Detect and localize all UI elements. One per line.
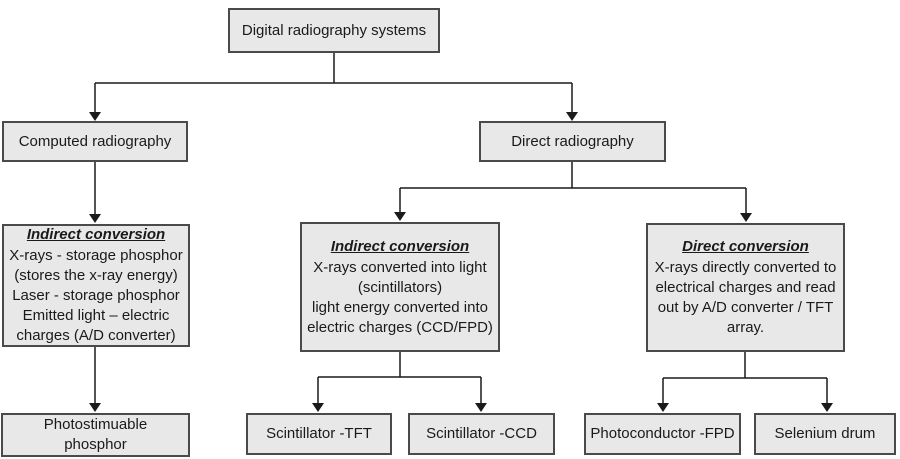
node-title: Indirect conversion — [26, 226, 166, 243]
node-text-line: phosphor — [64, 436, 127, 453]
node-scintillator-tft: Scintillator -TFT — [246, 413, 392, 455]
arrowheads-level2 — [89, 112, 578, 121]
node-text-line: charges (A/D converter) — [16, 327, 176, 344]
node-label: Digital radiography systems — [241, 21, 427, 39]
node-selenium-drum: Selenium drum — [754, 413, 896, 455]
node-text-line: electrical charges and read — [655, 279, 836, 296]
node-text-line: X-rays converted into light — [313, 258, 487, 276]
node-text-line: (stores the x-ray energy) — [14, 267, 178, 284]
arrowheads-scintillators — [312, 403, 487, 412]
node-cr-indirect-conversion: Indirect conversion X-rays - storage pho… — [2, 224, 190, 347]
arrowhead-cr-indirect — [89, 214, 101, 223]
node-label: Scintillator -CCD — [426, 425, 537, 442]
arrowhead-photostim — [89, 403, 101, 412]
node-text-line: X-rays directly converted to — [654, 259, 837, 276]
node-text-line: X-rays - storage phosphor — [9, 247, 183, 264]
arrowheads-detectors — [657, 403, 833, 412]
node-label: Selenium drum — [774, 425, 876, 442]
connector-direct-to-conversions — [399, 162, 747, 213]
node-label: Computed radiography — [18, 132, 172, 150]
node-title: Indirect conversion — [330, 237, 470, 255]
node-text-line: array. — [726, 319, 765, 336]
node-dr-direct-conversion: Direct conversion X-rays directly conver… — [646, 223, 845, 352]
node-label: Direct radiography — [511, 132, 634, 150]
node-text-line: Photostimuable — [43, 416, 148, 433]
node-dr-indirect-conversion: Indirect conversion X-rays converted int… — [300, 222, 500, 352]
connector-root-to-level2 — [94, 53, 573, 112]
connector-drindirect-to-scintillators — [317, 352, 482, 403]
node-text-line: out by A/D converter / TFT — [657, 299, 834, 316]
node-text-line: (scintillators) — [357, 278, 443, 296]
node-label: Photoconductor -FPD — [590, 425, 735, 442]
node-text-line: electric charges (CCD/FPD) — [307, 318, 493, 336]
node-photostimuable-phosphor: Photostimuable phosphor — [1, 413, 190, 457]
node-label: Scintillator -TFT — [266, 425, 372, 442]
node-computed-radiography: Computed radiography — [2, 121, 188, 162]
node-direct-radiography: Direct radiography — [479, 121, 666, 162]
arrowheads-direct-conversions — [394, 212, 752, 222]
node-digital-radiography-systems: Digital radiography systems — [228, 8, 440, 53]
node-text-line: light energy converted into — [312, 298, 488, 316]
node-scintillator-ccd: Scintillator -CCD — [408, 413, 555, 455]
connector-drdirect-to-detectors — [662, 352, 828, 403]
node-text-line: Laser - storage phosphor — [12, 287, 180, 304]
node-photoconductor-fpd: Photoconductor -FPD — [584, 413, 741, 455]
node-title: Direct conversion — [682, 238, 809, 255]
node-text-line: Emitted light – electric — [22, 307, 170, 324]
